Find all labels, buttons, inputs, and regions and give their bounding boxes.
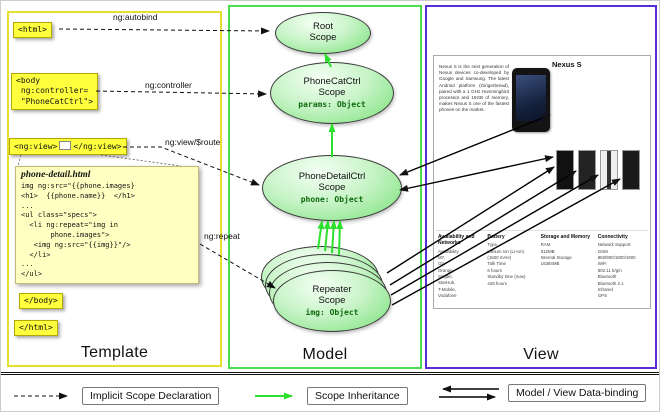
phone-specs: Availability and Networks Availability M… xyxy=(436,230,648,306)
code-file-title: phone-detail.html xyxy=(21,170,91,180)
ng-view-tag: <ng:view> </ng:view> xyxy=(9,138,127,156)
spec-heading: Battery xyxy=(487,234,505,240)
spec-lines: Availability M7, O2, Orange, Singtel, St… xyxy=(438,248,459,299)
spec-lines: RAM 512MB Internal Storage 16384MB xyxy=(540,242,572,267)
repeater-scope-ellipse: Repeater Scope img: Object xyxy=(273,270,391,332)
legend-data-binding: Model / View Data-binding xyxy=(437,384,647,402)
ng-view-open-text: <ng:view> xyxy=(14,142,58,151)
ng-autobind-label: ng:autobind xyxy=(113,12,158,22)
phonecat-scope-prop: params: Object xyxy=(298,100,366,110)
spec-column-battery: Battery Type Lithium Ion (Li-Ion) (1500 … xyxy=(487,234,535,306)
phone-image xyxy=(512,68,550,132)
dashed-arrow-icon xyxy=(14,392,68,400)
phone-screen xyxy=(516,75,546,121)
model-panel-label: Model xyxy=(302,346,348,363)
phone-thumbnail-2 xyxy=(578,150,596,190)
body-open-tag: <body ng:controller= "PhoneCatCtrl"> xyxy=(11,73,99,111)
phonedetail-scope-prop: phone: Object xyxy=(300,195,364,205)
spec-heading: Storage and Memory xyxy=(540,234,591,240)
spec-heading: Availability and Networks xyxy=(438,234,475,247)
body-close-tag: </body> xyxy=(19,293,63,310)
code-snippet: img ng:src="{{phone.images} <h1> {{phone… xyxy=(21,182,135,279)
rendered-phone-page: Nexus S Nexus S is the next generation o… xyxy=(433,55,651,309)
view-panel-label: View xyxy=(523,346,559,363)
phone-description: Nexus S is the next generation of Nexus … xyxy=(439,64,509,113)
green-arrow-icon xyxy=(255,392,293,400)
phone-thumbnail-1 xyxy=(556,150,574,190)
phone-detail-code-box: phone-detail.html img ng:src="{{phone.im… xyxy=(15,166,199,284)
phonedetail-scope-name: PhoneDetailCtrl Scope xyxy=(298,170,366,193)
root-scope-name: Root Scope xyxy=(309,21,337,43)
phone-thumbnail-4 xyxy=(622,150,640,190)
view-placeholder-icon xyxy=(59,141,72,150)
legend-scope-inheritance: Scope Inheritance xyxy=(254,387,408,405)
template-panel-label: Template xyxy=(80,344,149,361)
legend-implicit-label: Implicit Scope Declaration xyxy=(82,387,220,405)
phonecat-scope-name: PhoneCatCtrl Scope xyxy=(303,75,361,98)
repeater-scope-prop: img: Object xyxy=(305,308,359,318)
ng-view-route-label: ng:view/$route xyxy=(165,137,221,147)
ng-view-close-text: </ng:view> xyxy=(73,142,122,151)
html-close-tag: </html> xyxy=(14,320,58,337)
spec-column-storage: Storage and Memory RAM 512MB Internal St… xyxy=(541,234,593,306)
phonedetail-scope-ellipse: PhoneDetailCtrl Scope phone: Object xyxy=(262,155,402,221)
html-open-tag: <html> xyxy=(13,22,52,39)
spec-column-availability: Availability and Networks Availability M… xyxy=(438,234,482,306)
legend-divider xyxy=(1,372,659,375)
ng-repeat-label: ng:repeat xyxy=(204,231,240,241)
phone-page-title: Nexus S xyxy=(552,60,582,69)
double-arrow-icon xyxy=(439,385,499,401)
spec-lines: Type Lithium Ion (Li-Ion) (1500 mAH) Tal… xyxy=(487,242,526,286)
phonecat-scope-ellipse: PhoneCatCtrl Scope params: Object xyxy=(270,62,394,124)
spec-heading: Connectivity xyxy=(597,234,628,240)
spec-lines: Network Support GSM 850/900/1800/1900 Wi… xyxy=(597,242,636,299)
ng-controller-label: ng:controller xyxy=(145,80,192,90)
spec-column-connectivity: Connectivity Network Support GSM 850/900… xyxy=(598,234,646,306)
phone-thumbnail-3 xyxy=(600,150,618,190)
root-scope-ellipse: Root Scope xyxy=(275,12,371,54)
legend-inheritance-label: Scope Inheritance xyxy=(307,387,408,405)
repeater-scope-name: Repeater Scope xyxy=(312,283,352,306)
legend-binding-label: Model / View Data-binding xyxy=(508,384,647,402)
legend-implicit-scope: Implicit Scope Declaration xyxy=(13,387,220,405)
